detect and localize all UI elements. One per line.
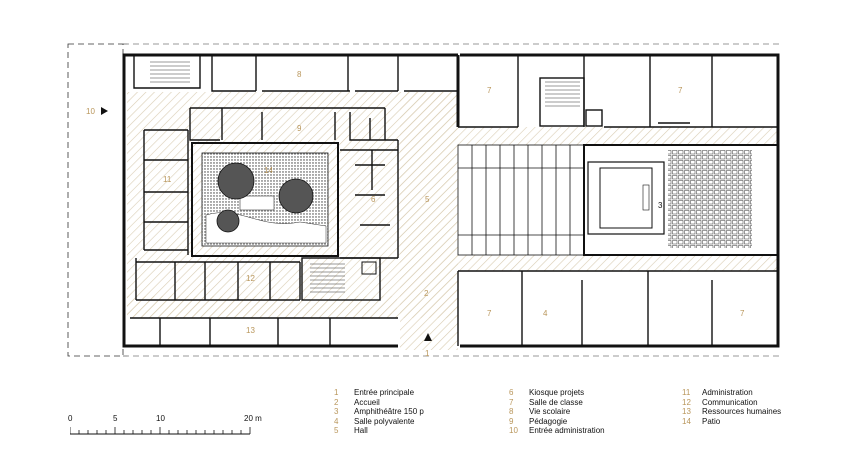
scale-label-10: 10 — [156, 414, 165, 423]
legend-text: Salle polyvalente — [354, 416, 415, 426]
room-label-2: 2 — [424, 289, 429, 298]
stair-left-top — [150, 61, 190, 83]
legend-num: 5 — [334, 426, 339, 436]
legend-num: 13 — [682, 407, 691, 417]
left-wing-rooms — [130, 55, 458, 346]
legend-text: Salle de classe — [529, 397, 583, 407]
legend-text: Pédagogie — [529, 416, 568, 426]
room-label-5: 5 — [425, 195, 430, 204]
stair-right — [545, 81, 580, 107]
room-label-8: 8 — [297, 70, 302, 79]
legend-item: 13 Ressources humaines — [682, 407, 781, 417]
legend-column-3: 11 Administration 12 Communication 13 Resso… — [682, 388, 781, 426]
room-label-1: 1 — [425, 349, 430, 358]
legend-num: 7 — [509, 397, 514, 407]
room-label-4: 4 — [543, 309, 548, 318]
admin-annex-outline — [67, 43, 124, 357]
entrance-arrow-icon — [424, 333, 432, 341]
legend-item: 2 Accueil — [334, 398, 424, 408]
right-wing-bottom — [457, 270, 778, 346]
legend-text: Communication — [702, 397, 758, 407]
room-label-7a: 7 — [487, 86, 492, 95]
legend-text: Amphithéâtre 150 p — [354, 407, 424, 417]
floor-plan: 1 2 3 4 5 6 7 7 7 7 8 9 10 11 12 13 14 — [67, 43, 780, 358]
legend-item: 7 Salle de classe — [509, 398, 605, 408]
room-label-7c: 7 — [487, 309, 492, 318]
room-label-10: 10 — [86, 107, 95, 116]
legend-text: Patio — [702, 416, 721, 426]
room-label-7b: 7 — [678, 86, 683, 95]
tree-icon — [216, 209, 240, 233]
legend-text: Entrée principale — [354, 388, 415, 397]
stair-center — [310, 261, 377, 293]
room-label-6: 6 — [371, 195, 376, 204]
legend-num: 10 — [509, 426, 518, 436]
tiered-hall — [457, 144, 585, 256]
scale-label-20: 20 m — [244, 414, 262, 423]
room-label-14: 14 — [264, 166, 273, 175]
legend-text: Ressources humaines — [702, 407, 782, 417]
legend-item: 3 Amphithéâtre 150 p — [334, 407, 424, 417]
right-wing-top — [458, 55, 778, 128]
legend-item: 10 Entrée administration — [509, 426, 605, 436]
legend-text: Accueil — [354, 397, 380, 407]
legend-item: 1 Entrée principale — [334, 388, 424, 398]
legend-text: Entrée administration — [529, 426, 605, 436]
scale-label-0: 0 — [68, 414, 73, 423]
room-label-3: 3 — [658, 201, 663, 210]
circulation-hatch — [127, 92, 777, 350]
legend-text: Administration — [702, 388, 753, 397]
patio — [191, 142, 339, 257]
legend-num: 8 — [509, 407, 514, 417]
legend-num: 11 — [682, 388, 691, 397]
legend-num: 3 — [334, 407, 339, 417]
legend-text: Kiosque projets — [529, 388, 585, 397]
admin-entrance-arrow-icon — [101, 107, 108, 115]
legend-item: 6 Kiosque projets — [509, 388, 605, 398]
legend-text: Hall — [354, 426, 368, 436]
room-label-9: 9 — [297, 124, 302, 133]
legend-item: 9 Pédagogie — [509, 417, 605, 427]
legend-num: 14 — [682, 416, 691, 426]
amphitheatre — [583, 144, 779, 256]
legend-num: 2 — [334, 397, 339, 407]
scale-label-5: 5 — [113, 414, 118, 423]
room-label-11: 11 — [163, 175, 172, 184]
tree-icon — [217, 162, 255, 200]
room-label-13: 13 — [246, 326, 255, 335]
legend-num: 1 — [334, 388, 339, 397]
legend-text: Vie scolaire — [529, 407, 571, 417]
legend-item: 8 Vie scolaire — [509, 407, 605, 417]
scale-bar: 0 5 10 20 m — [68, 414, 270, 444]
legend-item: 12 Communication — [682, 398, 781, 408]
legend-item: 14 Patio — [682, 417, 781, 427]
room-label-7d: 7 — [740, 309, 745, 318]
room-label-12: 12 — [246, 274, 255, 283]
legend-item: 4 Salle polyvalente — [334, 417, 424, 427]
legend-num: 6 — [509, 388, 514, 397]
tree-icon — [278, 178, 314, 214]
legend-item: 11 Administration — [682, 388, 781, 398]
legend-column-1: 1 Entrée principale 2 Accueil 3 Amphithéâtr… — [334, 388, 424, 436]
scale-bar-graphic — [70, 427, 251, 435]
legend-num: 12 — [682, 397, 691, 407]
legend-num: 4 — [334, 416, 339, 426]
legend-num: 9 — [509, 416, 514, 426]
legend-column-2: 6 Kiosque projets 7 Salle de classe 8 Vie s… — [509, 388, 605, 436]
legend-item: 5 Hall — [334, 426, 424, 436]
